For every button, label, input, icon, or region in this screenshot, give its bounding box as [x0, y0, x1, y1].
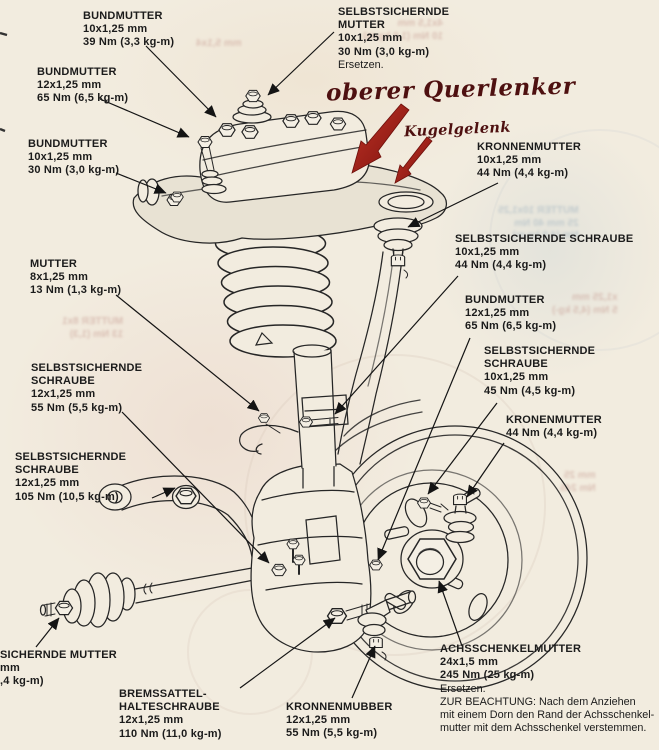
- torque-label-line: 10x1,25 mm: [83, 23, 148, 36]
- torque-label-line: 10x1,25 mm: [28, 151, 93, 164]
- strut-tube: [239, 344, 349, 469]
- steering-knuckle: [250, 463, 383, 653]
- torque-label-line: 39 Nm (3,3 kg-m): [83, 36, 175, 49]
- torque-label-line: 65 Nm (6,5 kg-m): [465, 320, 557, 333]
- torque-label-line: mit einem Dorn den Rand der Achsschenkel…: [440, 709, 655, 722]
- torque-label-line: 12x1,25 mm: [31, 388, 96, 401]
- torque-label-line: 12x1,25 mm: [286, 714, 351, 727]
- torque-label-line: 55 Nm (5,5 kg-m): [31, 401, 123, 414]
- torque-label-line: 44 Nm (4,4 kg-m): [506, 427, 598, 440]
- hub-carrier-bolt: [417, 497, 449, 513]
- torque-label-line: 12x1,25 mm: [15, 477, 80, 490]
- torque-label-line: 24x1,5 mm: [440, 656, 499, 669]
- torque-label-line: Ersetzen.: [440, 682, 486, 695]
- axle-hub-nut: [400, 529, 464, 589]
- torque-label-line: 55 Nm (5,5 kg-m): [286, 727, 378, 740]
- torque-label-line: SELBSTSICHERNDE: [338, 6, 450, 18]
- torque-label-line: 13 Nm (1,3 kg-m): [30, 284, 122, 297]
- torque-label-line: 10x1,25 mm: [455, 246, 520, 259]
- torque-label-line: KRONENMUTTER: [506, 414, 602, 426]
- torque-label-line: mm: [0, 662, 20, 675]
- torque-label-line: 10x1,25 mm: [338, 32, 403, 45]
- ball-joint-red-arrow: [394, 136, 433, 184]
- strut-pinch-bolt: [299, 416, 339, 428]
- torque-label-line: MUTTER: [338, 19, 386, 32]
- torque-label-line: 10x1,25 mm: [477, 154, 542, 167]
- torque-label-line: 12x1,25 mm: [37, 79, 102, 92]
- upper-ball-joint: [373, 217, 423, 279]
- torque-label-line: MUTTER: [30, 258, 78, 270]
- leader-lines: [35, 31, 505, 699]
- torque-label-line: 44 Nm (4,4 kg-m): [455, 259, 547, 272]
- mount-anchor-stud: [197, 136, 227, 195]
- drive-axle: [39, 567, 255, 628]
- torque-label-line: BUNDMUTTER: [83, 10, 163, 22]
- torque-label-line: SCHRAUBE: [31, 375, 95, 388]
- tie-rod-end: [357, 590, 417, 661]
- strut-mount: [170, 89, 370, 203]
- brake-disc: [322, 399, 588, 691]
- torque-label-line: SELBSTSICHERNDE: [15, 451, 127, 463]
- torque-label-line: 65 Nm (6,5 kg-m): [37, 92, 129, 105]
- torque-label-line: KRONNENMUTTER: [477, 141, 582, 153]
- brake-hose-bracket: [239, 413, 299, 455]
- red-annotation-arrows: [351, 103, 433, 184]
- torque-label-line: 105 Nm (10,5 kg-m): [15, 490, 119, 503]
- torque-label-line: mutter mit dem Achsschenkel verstemmen.: [440, 722, 647, 735]
- torque-label-line: BUNDMUTTER: [37, 66, 117, 78]
- lower-arm-bolt: [171, 484, 201, 510]
- torque-label-line: SELBSTSICHERNDE SCHRAUBE: [455, 233, 634, 245]
- torque-label-line: SELBSTSICHERNDE: [31, 362, 143, 374]
- torque-label-line: 30 Nm (3,0 kg-m): [338, 45, 430, 58]
- torque-label-line: 45 Nm (4,5 kg-m): [484, 384, 576, 397]
- torque-label-line: SICHERNDE MUTTER: [0, 649, 117, 661]
- torque-label-line: HALTESCHRAUBE: [119, 701, 220, 714]
- torque-label-line: BUNDMUTTER: [465, 294, 545, 306]
- torque-label-line: SELBSTSICHERNDE: [484, 345, 596, 357]
- torque-label-line: ACHSSCHENKELMUTTER: [440, 643, 582, 655]
- torque-label-line: BUNDMUTTER: [28, 138, 108, 150]
- torque-label-line: 12x1,25 mm: [465, 307, 530, 320]
- print-through-shapes: [0, 31, 659, 715]
- torque-label-line: SCHRAUBE: [484, 358, 548, 371]
- torque-label-line: ,4 kg-m): [0, 675, 44, 688]
- mount-lower-nut: [170, 191, 184, 203]
- torque-label-line: KRONNENMUBBER: [286, 701, 393, 713]
- torque-label-line: 10x1,25 mm: [484, 371, 549, 384]
- torque-label-line: 12x1,25 mm: [119, 714, 184, 727]
- upper-arm-red-arrow: [351, 103, 410, 174]
- torque-label-line: 30 Nm (3,0 kg-m): [28, 164, 120, 177]
- torque-label-line: 8x1,25 mm: [30, 271, 89, 284]
- torque-label-line: SCHRAUBE: [15, 464, 79, 477]
- torque-label-line: Ersetzen.: [338, 58, 384, 71]
- lower-ball-joint: [443, 490, 477, 544]
- torque-label-line: 44 Nm (4,4 kg-m): [477, 167, 569, 180]
- torque-label-line: 110 Nm (11,0 kg-m): [119, 727, 222, 740]
- torque-label-line: 245 Nm (25 kg-m): [440, 669, 535, 682]
- torque-label-line: ZUR BEACHTUNG: Nach dem Anziehen: [440, 695, 636, 708]
- torque-label-line: BREMSSATTEL-: [119, 688, 207, 700]
